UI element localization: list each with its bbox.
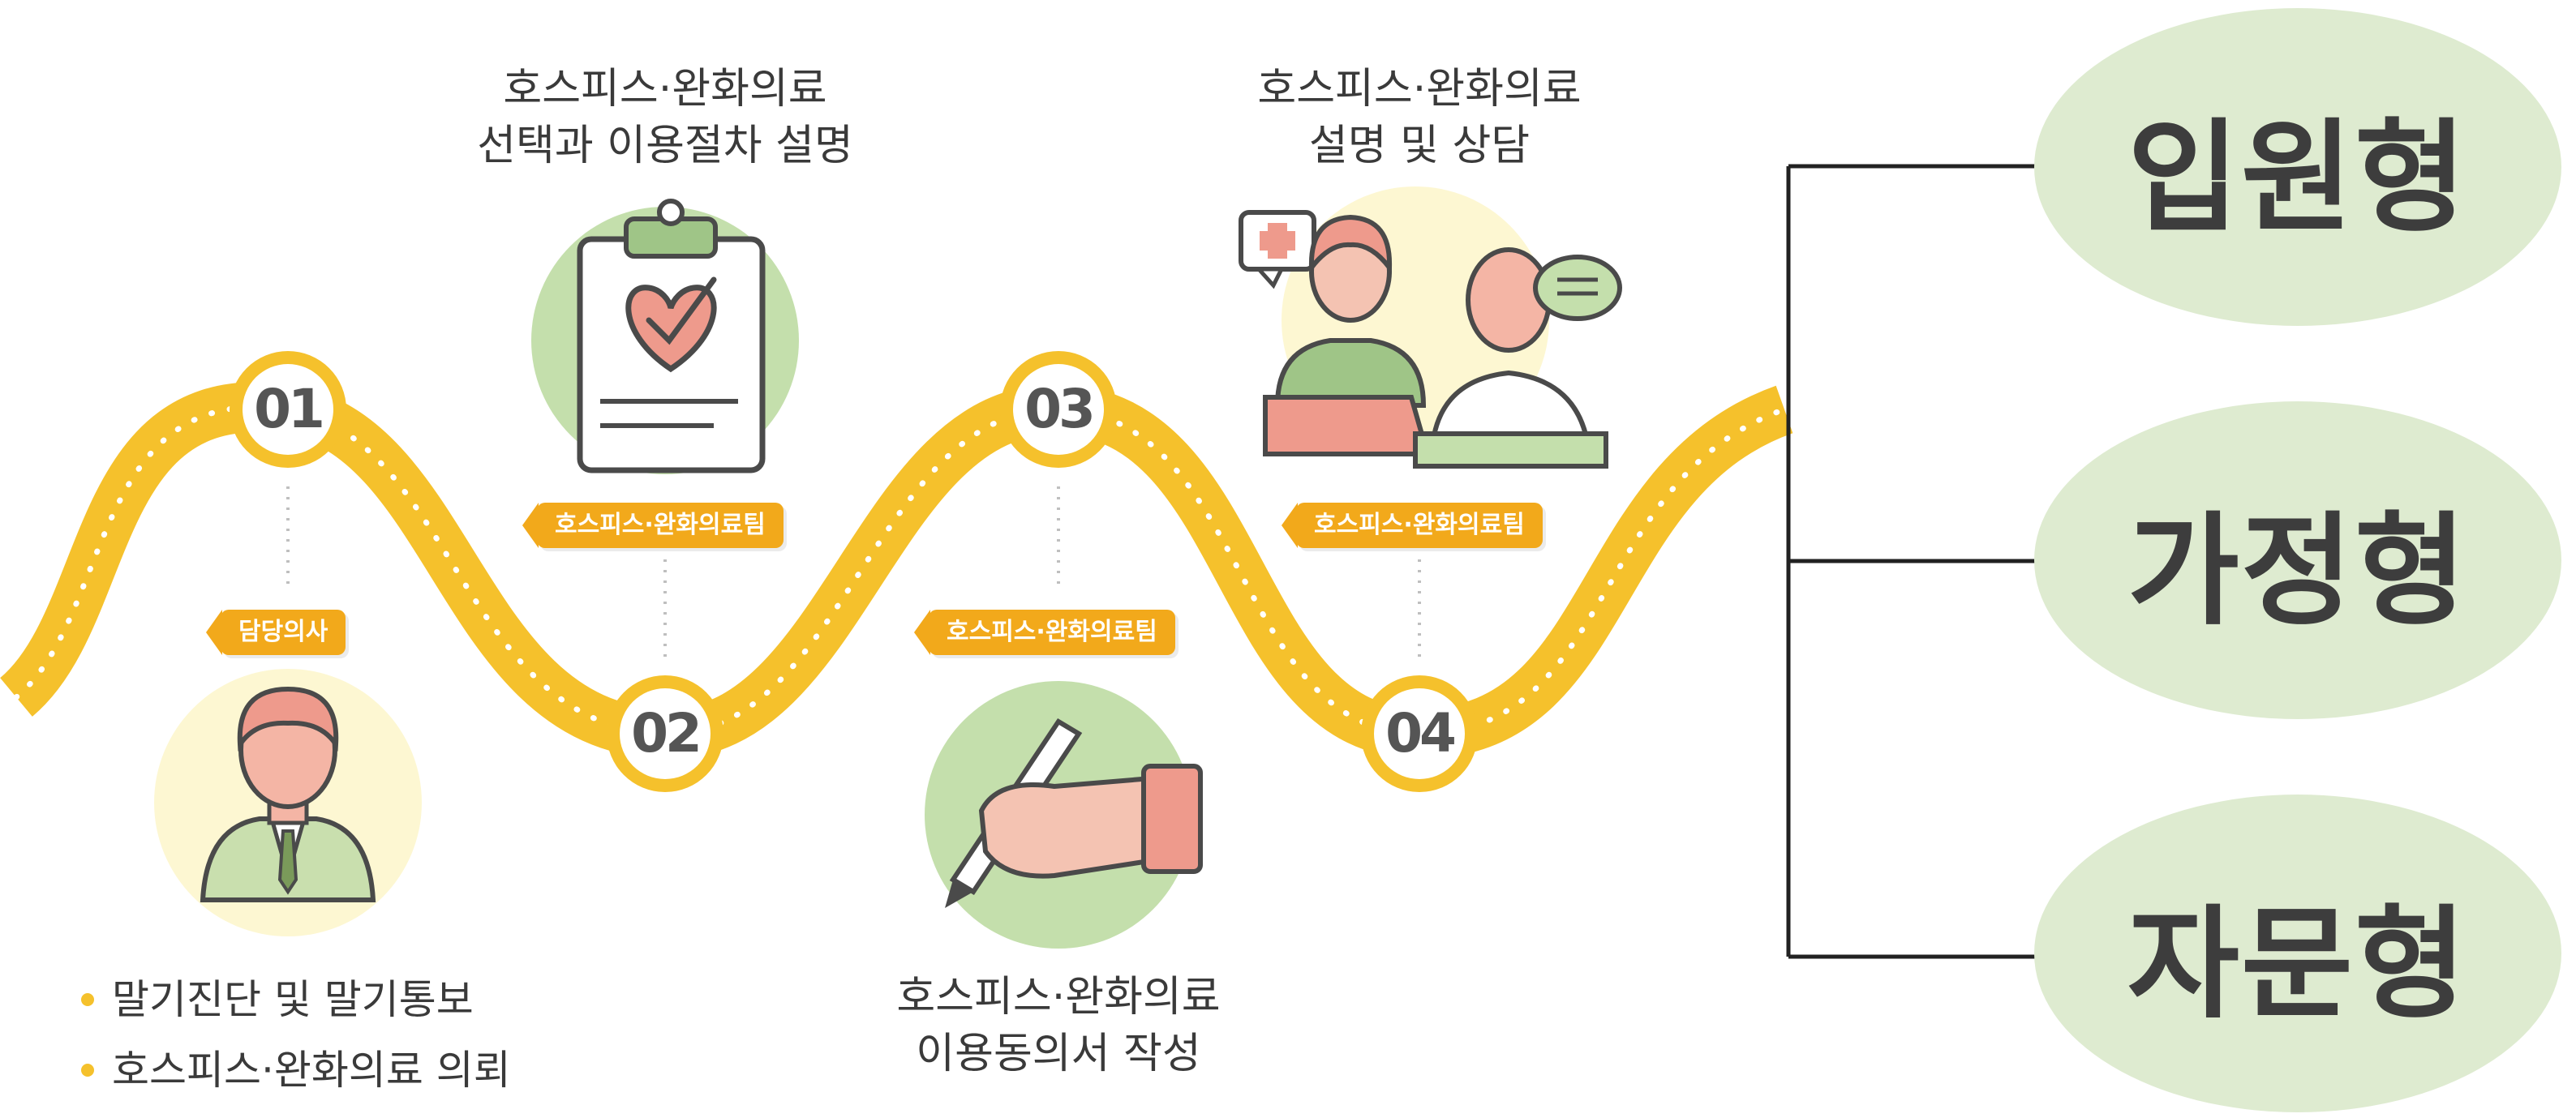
service-type-label: 가정형 (2127, 500, 2468, 642)
role-tag-04: 호스피스·완화의료팀 (1282, 503, 1543, 548)
service-bracket (1786, 164, 2036, 959)
bullet-text: 말기진단 및 말기통보 (112, 976, 474, 1023)
step-number-04: 04 (1385, 702, 1457, 765)
doctor-illustration (154, 669, 422, 936)
bullet-text: 호스피스·완화의료 의뢰 (112, 1047, 511, 1094)
role-tag-02: 호스피스·완화의료팀 (522, 503, 784, 548)
step-01-bullet-2: 호스피스·완화의료 의뢰 (81, 1042, 511, 1099)
role-tag-03: 호스피스·완화의료팀 (914, 610, 1175, 655)
step-02-caption-line1: 호스피스·완화의료 (503, 65, 827, 114)
service-type-label: 입원형 (2127, 107, 2468, 249)
service-type-inpatient: 입원형 (2034, 8, 2561, 326)
bullet-dot (81, 992, 94, 1006)
step-number-01: 01 (254, 378, 325, 440)
step-02-caption: 호스피스·완화의료 선택과 이용절차 설명 (454, 61, 876, 174)
role-tag-01: 담당의사 (205, 610, 346, 655)
step-circle-04 (1361, 675, 1478, 792)
service-type-label: 자문형 (2127, 893, 2468, 1035)
step-04-caption-line1: 호스피스·완화의료 (1257, 65, 1582, 114)
hand-writing-illustration (925, 681, 1203, 949)
step-04-caption-line2: 설명 및 상담 (1308, 122, 1531, 170)
step-circle-03 (1000, 351, 1117, 468)
bullet-dot (81, 1063, 94, 1077)
step-03-caption-line2: 이용동의서 작성 (916, 1030, 1201, 1078)
clipboard-illustration (531, 199, 799, 474)
step-04-caption: 호스피스·완화의료 설명 및 상담 (1209, 61, 1630, 174)
service-type-consultation: 자문형 (2034, 795, 2561, 1112)
step-03-caption: 호스피스·완화의료 이용동의서 작성 (848, 969, 1269, 1082)
winding-path-dots (13, 404, 1788, 737)
step-circle-01 (230, 351, 346, 468)
step-number-02: 02 (631, 702, 702, 765)
step-number-03: 03 (1024, 378, 1096, 440)
step-01-bullet-1: 말기진단 및 말기통보 (81, 971, 474, 1028)
step-02-caption-line2: 선택과 이용절차 설명 (477, 122, 853, 170)
step-circle-02 (607, 675, 723, 792)
step-03-caption-line1: 호스피스·완화의료 (896, 973, 1221, 1022)
consultation-illustration (1239, 186, 1622, 469)
service-type-home: 가정형 (2034, 401, 2561, 719)
